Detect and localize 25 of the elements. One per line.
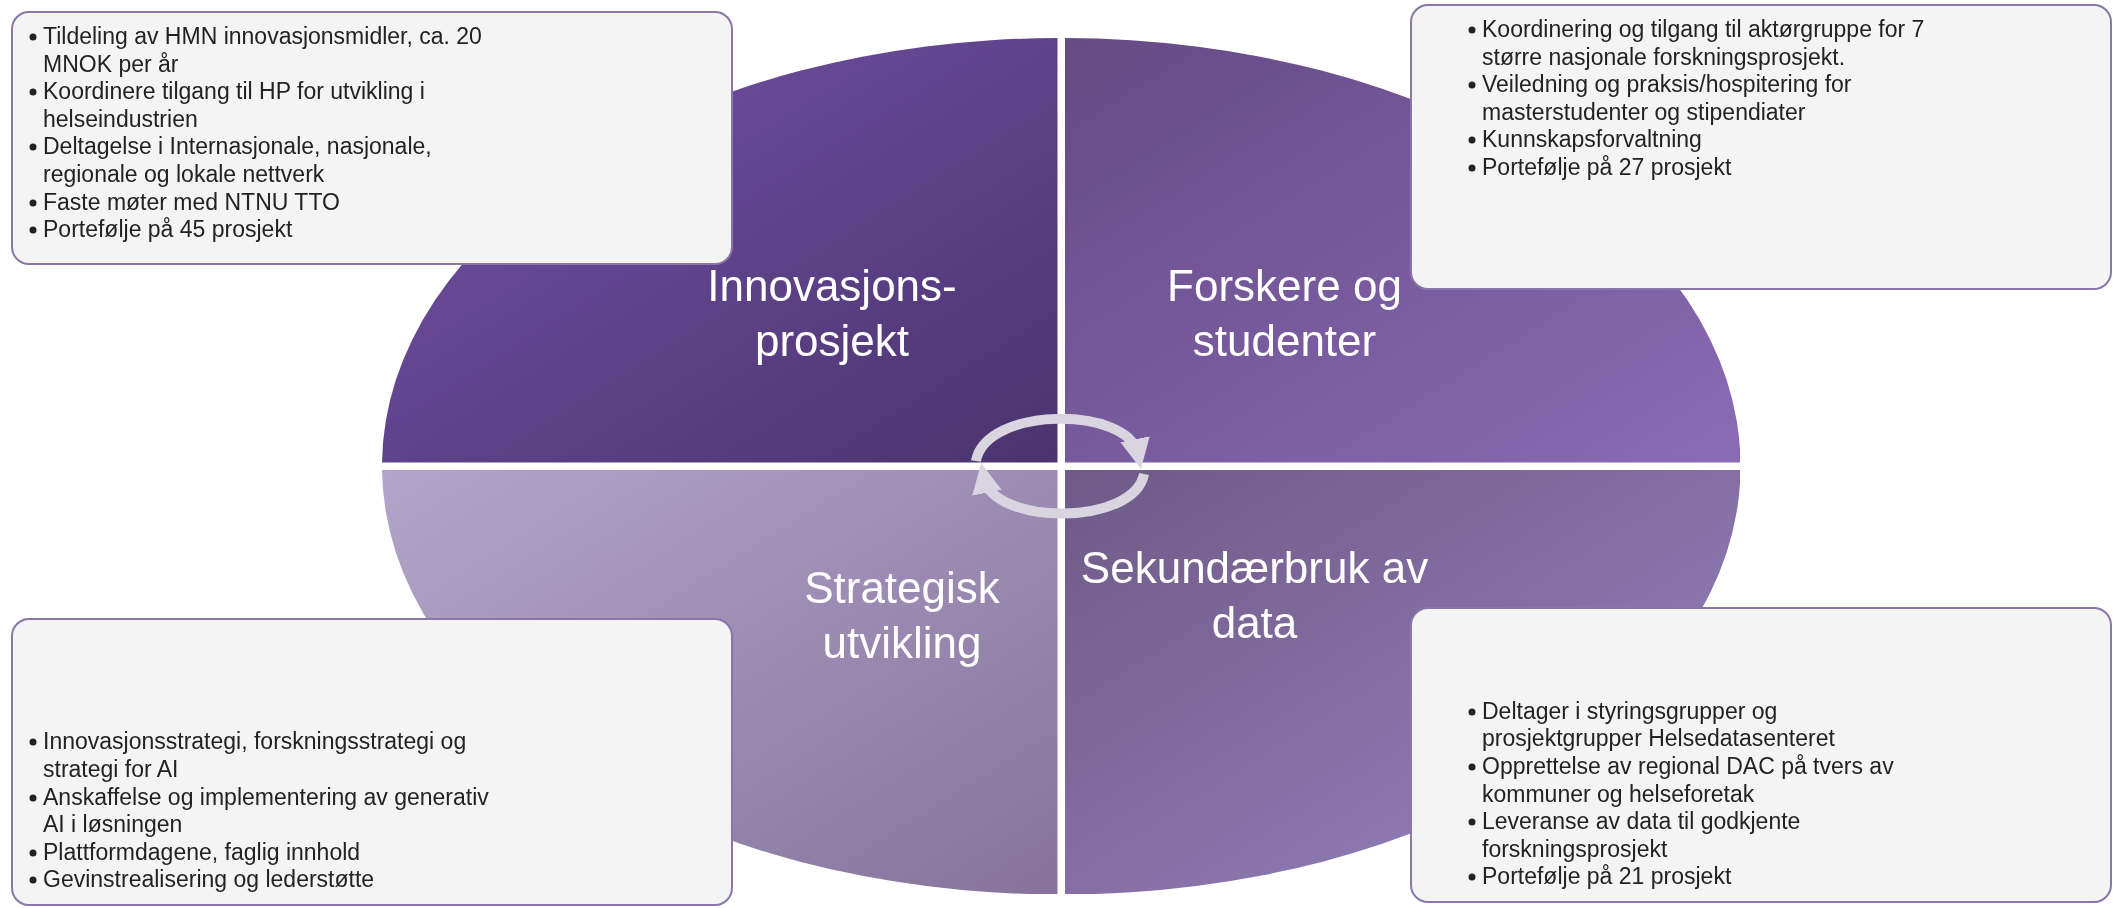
bullet-text: Tildeling av HMN innovasjonsmidler, ca. 20 MNOK per år [43,23,483,79]
bullet-text: Gevinstrealisering og lederstøtte [43,866,376,894]
bullet-text: Portefølje på 27 prosjekt [1482,153,1733,182]
bullet-text: Deltager i styringsgrupper og prosjektgrupper Helsedatasenteret [1482,697,1836,754]
text-card [11,618,733,906]
bullet-text: Portefølje på 21 prosjekt [1482,863,1733,891]
bullet-text: Koordinering og tilgang til aktørgruppe for 7 større nasjonale forskningsprosjekt. [1482,16,1926,72]
quadrant-title: Strategisk utvikling [803,561,1001,669]
bullet-text: Opprettelse av regional DAC på tvers av kommuner og helseforetak [1482,753,1895,809]
text-card [1410,607,2112,903]
text-card [1410,4,2112,290]
bullet-text: Portefølje på 45 prosjekt [43,216,294,244]
bullet-text: Leveranse av data til godkjente forskningsprosjekt [1482,808,1802,864]
bullet-text: Koordinere tilgang til HP for utvikling i helseindustrien [43,78,426,134]
quadrant-title: Sekundærbruk av data [1079,541,1430,649]
bullet-text: Plattformdagene, faglig innhold [43,838,362,867]
bullet-text: Veiledning og praksis/hospitering for masterstudenter og stipendiater [1482,71,1853,127]
bullet-text: Faste møter med NTNU TTO [43,188,341,217]
quadrant-title: Forskere og studenter [1166,260,1403,367]
bullet-text: Kunnskapsforvaltning [1482,126,1703,154]
text-card [11,11,733,265]
bullet-text: Anskaffelse og implementering av generativ AI i løsningen [43,783,490,839]
bullet-text: Deltagelse i Internasjonale, nasjonale, regionale og lokale nettverk [43,133,433,189]
quadrant-title: Innovasjons- prosjekt [706,260,958,367]
bullet-text: Innovasjonsstrategi, forskningsstrategi og strategi for AI [43,728,468,784]
